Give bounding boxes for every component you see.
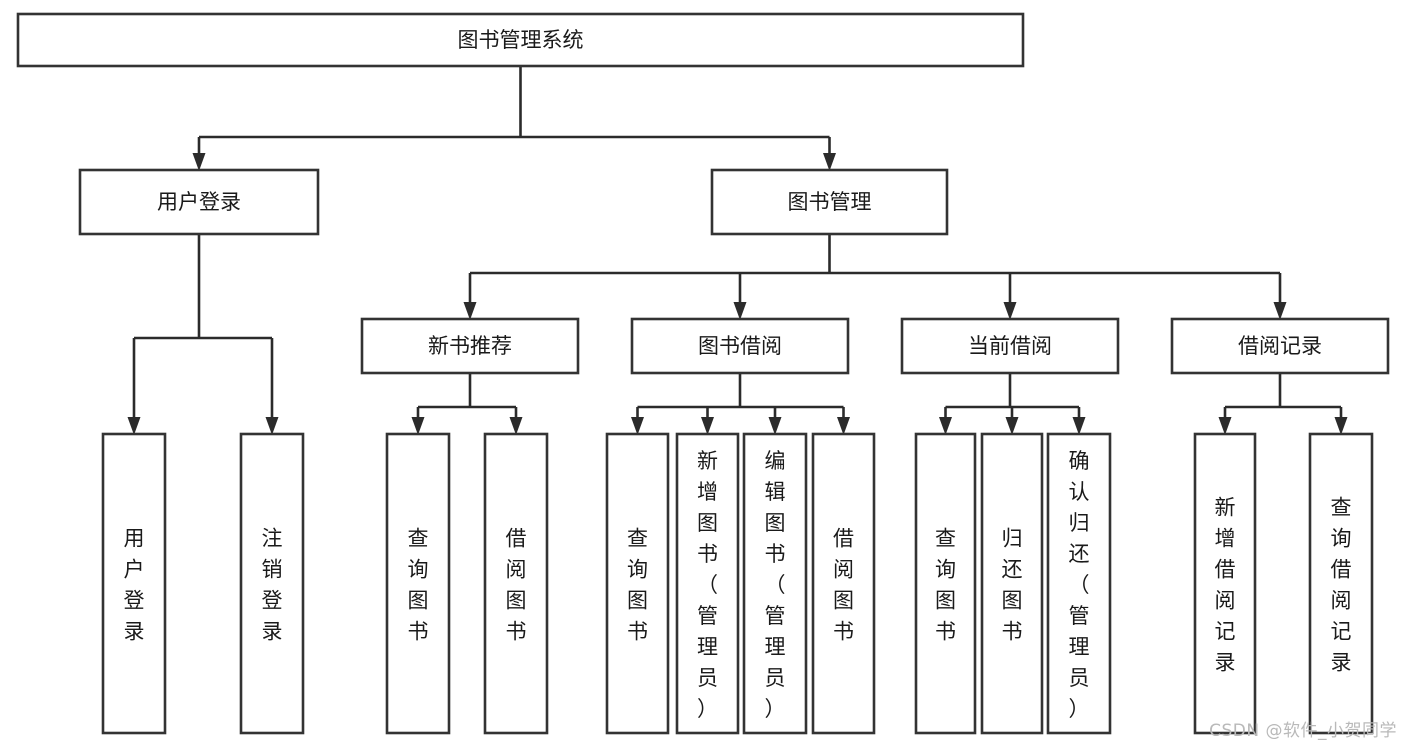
node-new-book-rec-label: 新书推荐 [428, 334, 512, 358]
node-borrow-record[interactable]: 借阅记录 [1170, 317, 1390, 375]
node-leaf-return-book[interactable]: 归还图书 [980, 432, 1044, 735]
arrow-head-icon [192, 153, 206, 171]
node-leaf-user-login[interactable]: 用户登录 [101, 432, 167, 735]
node-leaf-query-record-box[interactable] [1308, 432, 1374, 735]
node-leaf-query-book-2-box[interactable] [605, 432, 670, 735]
node-leaf-add-record-label: 新增借阅记录 [1215, 496, 1236, 675]
node-leaf-query-book-1-label: 查询图书 [408, 527, 429, 644]
node-current-borrow-box[interactable] [900, 317, 1120, 375]
arrow-head-icon [768, 417, 782, 435]
arrow-head-icon [1273, 302, 1287, 320]
node-leaf-query-record-label: 查询借阅记录 [1331, 496, 1352, 675]
node-borrow-record-box[interactable] [1170, 317, 1390, 375]
node-leaf-borrow-book-2-box[interactable] [811, 432, 876, 735]
node-leaf-confirm-return[interactable]: 确认归还（管理员） [1046, 432, 1112, 735]
node-leaf-user-logout-box[interactable] [239, 432, 305, 735]
edge-group-borrow-record [1218, 373, 1348, 435]
node-leaf-user-login-box[interactable] [101, 432, 167, 735]
node-book-manage-box[interactable] [710, 168, 949, 236]
arrow-head-icon [701, 417, 714, 435]
node-book-borrow-label: 图书借阅 [698, 334, 782, 358]
node-leaf-add-book-label: 新增图书（管理员） [697, 449, 718, 721]
arrow-head-icon [127, 417, 141, 435]
node-leaf-query-book-3[interactable]: 查询图书 [914, 432, 977, 735]
node-current-borrow-label: 当前借阅 [968, 334, 1052, 358]
node-leaf-borrow-book-1[interactable]: 借阅图书 [483, 432, 549, 735]
node-user-login-label: 用户登录 [157, 190, 241, 214]
node-leaf-query-book-1[interactable]: 查询图书 [385, 432, 451, 735]
nodes-layer: 图书管理系统用户登录图书管理新书推荐图书借阅当前借阅借阅记录用户登录注销登录查询… [16, 12, 1390, 735]
node-book-borrow-box[interactable] [630, 317, 850, 375]
node-book-borrow[interactable]: 图书借阅 [630, 317, 850, 375]
arrow-head-icon [733, 302, 747, 320]
arrow-head-icon [411, 417, 425, 435]
arrow-head-icon [1334, 417, 1348, 435]
node-leaf-add-record-box[interactable] [1193, 432, 1257, 735]
node-leaf-add-book-box[interactable] [675, 432, 740, 735]
node-leaf-add-record[interactable]: 新增借阅记录 [1193, 432, 1257, 735]
node-new-book-rec[interactable]: 新书推荐 [360, 317, 580, 375]
node-leaf-add-book[interactable]: 新增图书（管理员） [675, 432, 740, 735]
node-user-login[interactable]: 用户登录 [78, 168, 320, 236]
edge-group-root [192, 66, 836, 171]
node-leaf-return-book-box[interactable] [980, 432, 1044, 735]
arrow-head-icon [823, 153, 836, 171]
node-leaf-edit-book-box[interactable] [742, 432, 808, 735]
arrow-head-icon [939, 417, 952, 435]
node-leaf-edit-book[interactable]: 编辑图书（管理员） [742, 432, 808, 735]
edge-group-book-manage [463, 234, 1287, 320]
arrow-head-icon [1072, 417, 1086, 435]
node-leaf-confirm-return-label: 确认归还（管理员） [1069, 449, 1090, 721]
arrow-head-icon [265, 417, 279, 435]
arrow-head-icon [837, 417, 850, 435]
node-leaf-user-login-label: 用户登录 [124, 527, 145, 644]
node-leaf-borrow-book-2[interactable]: 借阅图书 [811, 432, 876, 735]
node-new-book-rec-box[interactable] [360, 317, 580, 375]
node-leaf-query-record[interactable]: 查询借阅记录 [1308, 432, 1374, 735]
node-leaf-return-book-label: 归还图书 [1002, 527, 1023, 644]
arrow-head-icon [1218, 417, 1232, 435]
node-leaf-query-book-2-label: 查询图书 [627, 527, 648, 644]
node-leaf-query-book-2[interactable]: 查询图书 [605, 432, 670, 735]
arrow-head-icon [1003, 302, 1017, 320]
arrow-head-icon [509, 417, 523, 435]
node-root-box[interactable] [16, 12, 1025, 68]
edge-group-current-borrow [939, 373, 1086, 435]
node-user-login-box[interactable] [78, 168, 320, 236]
node-leaf-query-book-1-box[interactable] [385, 432, 451, 735]
node-current-borrow[interactable]: 当前借阅 [900, 317, 1120, 375]
node-leaf-query-book-3-box[interactable] [914, 432, 977, 735]
csdn-watermark: CSDN @软件_小贺同学 [1209, 721, 1397, 741]
arrow-head-icon [1005, 417, 1019, 435]
edge-group-new-book-rec [411, 373, 523, 435]
node-leaf-borrow-book-1-label: 借阅图书 [506, 527, 527, 644]
node-root-label: 图书管理系统 [458, 28, 584, 52]
node-leaf-query-book-3-label: 查询图书 [935, 527, 956, 644]
edges-layer [127, 66, 1348, 435]
edge-group-book-borrow [631, 373, 850, 435]
node-root[interactable]: 图书管理系统 [16, 12, 1025, 68]
node-leaf-confirm-return-box[interactable] [1046, 432, 1112, 735]
node-leaf-borrow-book-2-label: 借阅图书 [833, 527, 854, 644]
node-leaf-edit-book-label: 编辑图书（管理员） [765, 449, 786, 721]
arrow-head-icon [463, 302, 477, 320]
node-leaf-user-logout[interactable]: 注销登录 [239, 432, 305, 735]
node-book-manage[interactable]: 图书管理 [710, 168, 949, 236]
node-book-manage-label: 图书管理 [788, 190, 872, 214]
edge-group-user-login [127, 234, 279, 435]
node-borrow-record-label: 借阅记录 [1238, 334, 1322, 358]
node-leaf-borrow-book-1-box[interactable] [483, 432, 549, 735]
arrow-head-icon [631, 417, 644, 435]
node-leaf-user-logout-label: 注销登录 [262, 527, 283, 644]
